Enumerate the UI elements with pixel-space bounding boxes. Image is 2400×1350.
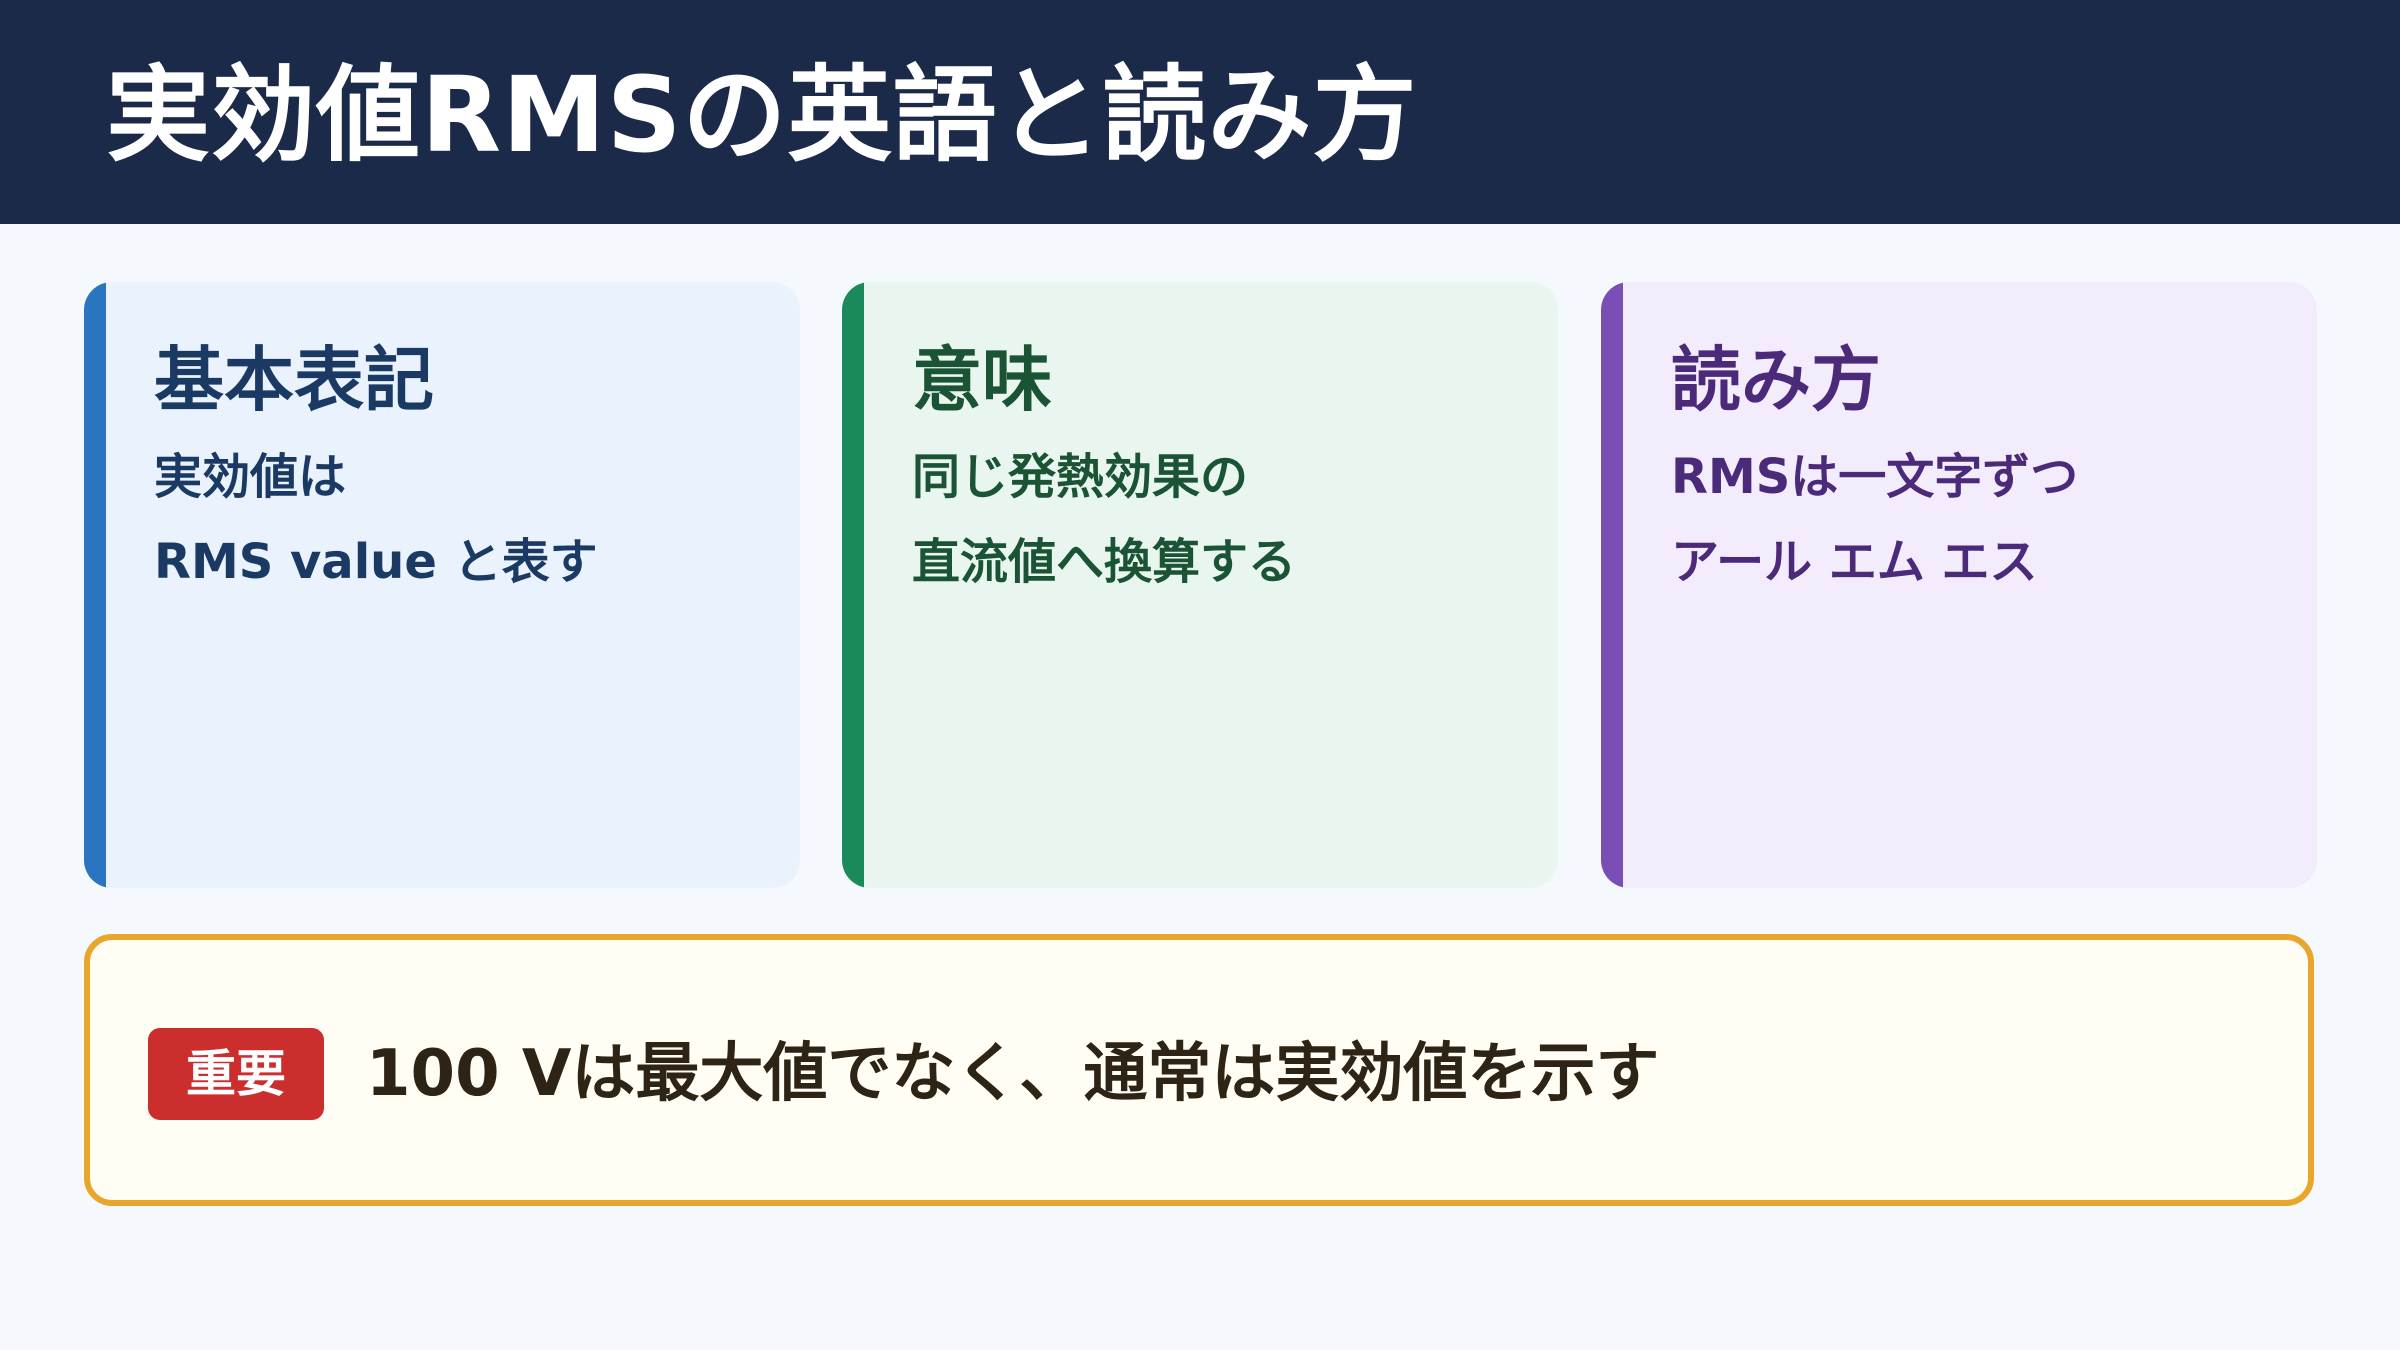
card-text-line: 同じ発熱効果の (912, 449, 1249, 505)
card-pronunciation: 読み方 RMSは一文字ずつ アール エム エス (1601, 282, 2317, 888)
header-bar: 実効値RMSの英語と読み方 (0, 0, 2400, 224)
card-accent-bar (84, 282, 106, 888)
card-text-line: RMSは一文字ずつ (1671, 449, 2079, 505)
card-text-line: RMS value と表す (154, 534, 598, 590)
important-note-box: 重要 100 Vは最大値でなく、通常は実効値を示す (84, 934, 2314, 1206)
important-note-text: 100 Vは最大値でなく、通常は実効値を示す (366, 1037, 1660, 1111)
card-title: 基本表記 (154, 339, 434, 421)
important-badge: 重要 (148, 1028, 324, 1120)
card-text-line: 直流値へ換算する (912, 534, 1297, 590)
card-basic-notation: 基本表記 実効値は RMS value と表す (84, 282, 800, 888)
card-accent-bar (842, 282, 864, 888)
page-title: 実効値RMSの英語と読み方 (106, 54, 1418, 176)
card-accent-bar (1601, 282, 1623, 888)
card-title: 意味 (912, 339, 1052, 421)
card-title: 読み方 (1671, 339, 1881, 421)
card-text-line: 実効値は (154, 449, 347, 505)
card-text-line: アール エム エス (1671, 534, 2038, 590)
card-meaning: 意味 同じ発熱効果の 直流値へ換算する (842, 282, 1558, 888)
